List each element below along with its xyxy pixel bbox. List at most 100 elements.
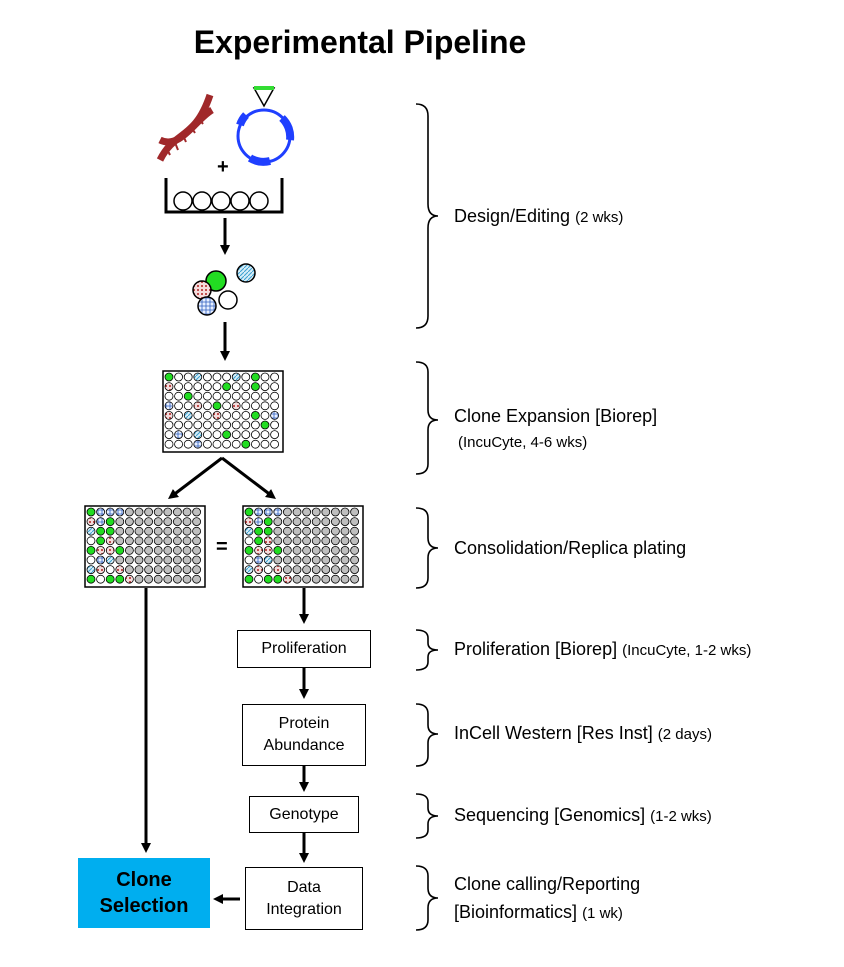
well bbox=[302, 565, 312, 574]
well bbox=[350, 517, 360, 526]
well bbox=[260, 372, 270, 382]
well bbox=[174, 430, 184, 440]
plasmid-icon bbox=[236, 86, 295, 166]
well bbox=[311, 565, 321, 574]
well bbox=[124, 565, 134, 574]
well bbox=[115, 536, 125, 546]
well bbox=[263, 555, 273, 565]
well bbox=[144, 517, 154, 526]
well bbox=[96, 565, 105, 574]
well bbox=[244, 517, 254, 526]
well bbox=[153, 536, 163, 546]
well bbox=[241, 439, 251, 449]
well bbox=[330, 555, 340, 565]
well bbox=[273, 507, 283, 517]
well bbox=[340, 526, 350, 536]
well bbox=[163, 517, 173, 526]
well bbox=[193, 401, 203, 411]
well bbox=[241, 382, 251, 392]
well bbox=[86, 507, 96, 517]
protein-box-line2: Abundance bbox=[263, 737, 345, 754]
plus-sign: + bbox=[217, 156, 229, 178]
well bbox=[96, 536, 105, 546]
well bbox=[182, 507, 192, 517]
well bbox=[212, 439, 222, 449]
well bbox=[244, 546, 254, 555]
well bbox=[202, 372, 212, 382]
well bbox=[260, 382, 270, 392]
well bbox=[244, 574, 254, 584]
well bbox=[193, 420, 203, 430]
well bbox=[153, 546, 163, 555]
well bbox=[270, 439, 280, 449]
well bbox=[202, 410, 212, 420]
stage-clone-expansion-note: (IncuCyte, 4-6 wks) bbox=[458, 434, 588, 451]
well bbox=[172, 526, 182, 536]
well bbox=[340, 546, 350, 555]
brace-clone-calling bbox=[415, 865, 439, 931]
well bbox=[182, 574, 192, 584]
well bbox=[330, 574, 340, 584]
well bbox=[282, 574, 292, 584]
well bbox=[263, 507, 273, 517]
well bbox=[260, 420, 270, 430]
well bbox=[250, 372, 260, 382]
stage-incell-note: (2 days) bbox=[657, 726, 712, 743]
well bbox=[164, 420, 174, 430]
well bbox=[222, 420, 232, 430]
well bbox=[202, 382, 212, 392]
edited-cells-icon bbox=[192, 263, 256, 316]
well bbox=[192, 555, 202, 565]
well bbox=[311, 536, 321, 546]
well bbox=[174, 391, 184, 401]
well bbox=[164, 430, 174, 440]
well bbox=[273, 574, 283, 584]
well bbox=[270, 420, 280, 430]
well bbox=[273, 517, 283, 526]
well bbox=[292, 555, 302, 565]
well bbox=[260, 439, 270, 449]
well bbox=[212, 372, 222, 382]
brace-sequencing bbox=[415, 793, 439, 839]
well bbox=[174, 410, 184, 420]
well bbox=[231, 401, 241, 411]
well bbox=[302, 526, 312, 536]
well bbox=[282, 536, 292, 546]
well bbox=[292, 507, 302, 517]
well bbox=[330, 565, 340, 574]
well bbox=[86, 555, 96, 565]
protein-box-line1: Protein bbox=[278, 715, 330, 732]
stage-consolidation-label: Consolidation/Replica plating bbox=[454, 536, 686, 560]
well bbox=[115, 507, 125, 517]
well bbox=[350, 565, 360, 574]
well bbox=[192, 536, 202, 546]
well bbox=[182, 526, 192, 536]
stage-consolidation-main: Consolidation/Replica plating bbox=[454, 538, 687, 558]
well bbox=[115, 574, 125, 584]
well bbox=[183, 430, 193, 440]
well bbox=[163, 574, 173, 584]
data-box-line2: Integration bbox=[266, 900, 342, 918]
well bbox=[222, 372, 232, 382]
stage-proliferation-note: (IncuCyte, 1-2 wks) bbox=[622, 642, 752, 659]
page-title: Experimental Pipeline bbox=[193, 24, 527, 60]
well bbox=[263, 565, 273, 574]
well bbox=[241, 410, 251, 420]
well bbox=[193, 391, 203, 401]
well bbox=[273, 536, 283, 546]
well bbox=[273, 546, 283, 555]
well bbox=[263, 536, 273, 546]
well bbox=[144, 536, 154, 546]
well bbox=[250, 391, 260, 401]
well bbox=[222, 401, 232, 411]
well bbox=[270, 430, 280, 440]
well bbox=[222, 430, 232, 440]
well bbox=[282, 517, 292, 526]
well bbox=[350, 507, 360, 517]
stage-proliferation-label: Proliferation [Biorep] (IncuCyte, 1-2 wk… bbox=[454, 637, 751, 663]
well bbox=[193, 382, 203, 392]
well bbox=[350, 536, 360, 546]
well bbox=[163, 507, 173, 517]
well bbox=[273, 565, 283, 574]
well bbox=[302, 555, 312, 565]
